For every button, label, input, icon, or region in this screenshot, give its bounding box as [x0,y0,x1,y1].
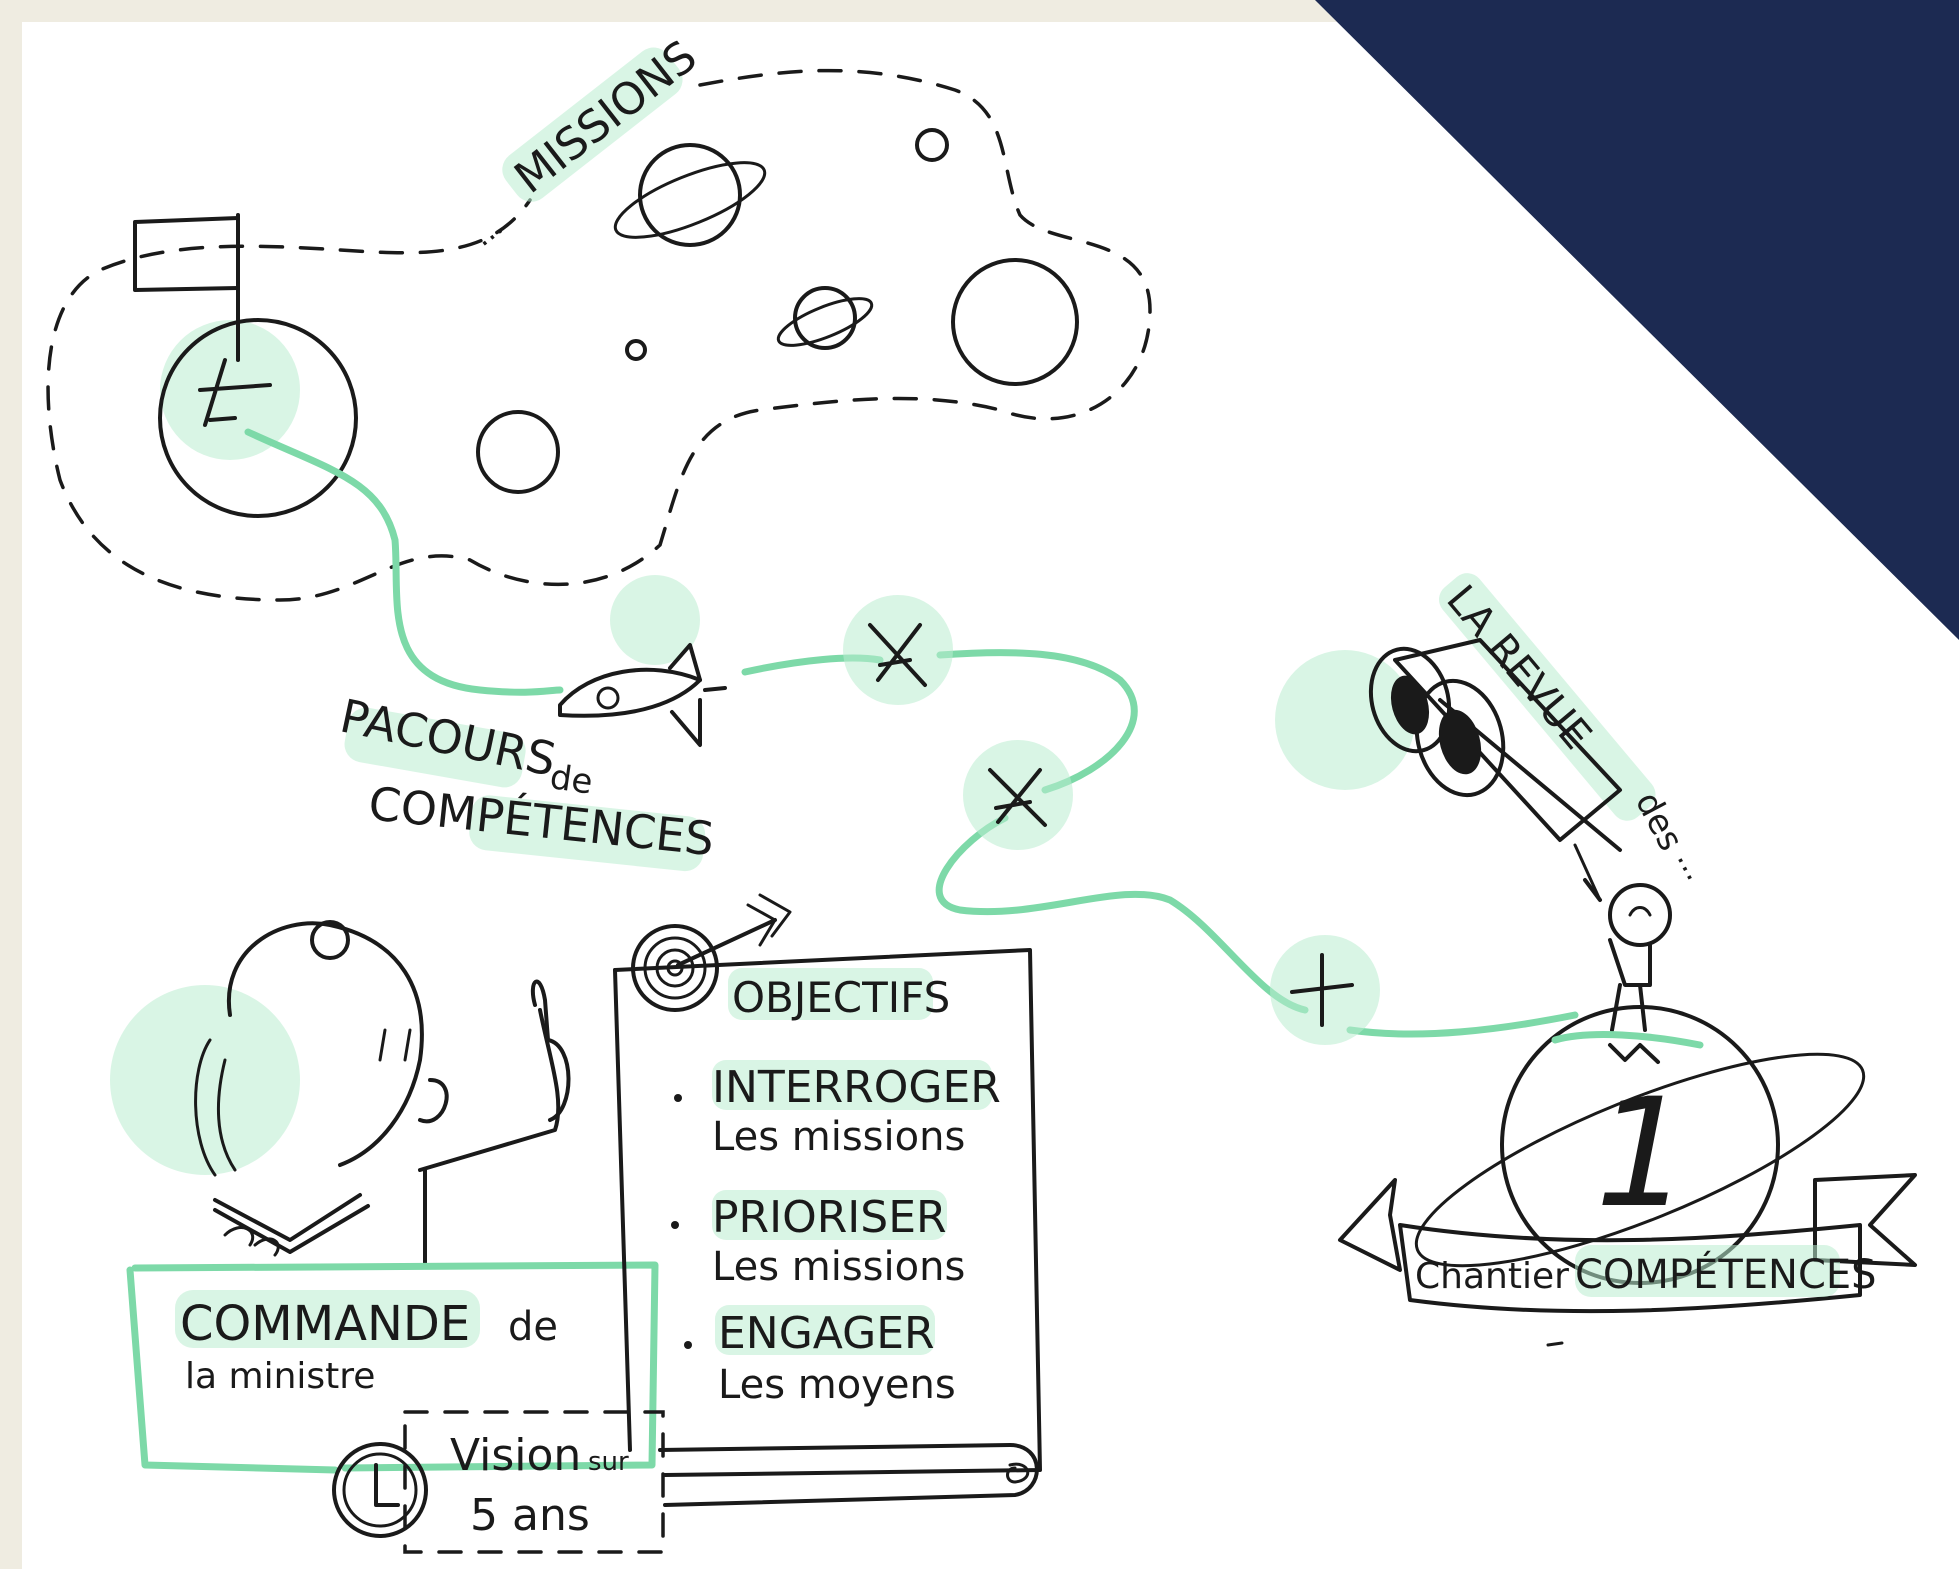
milestone-cross-icon [868,623,927,687]
commande-rest: la ministre [185,1356,375,1397]
milestone-cross-icon [988,768,1047,827]
ribbon-banner-icon: Chantier COMPÉTENCES [1338,1173,1917,1314]
objectifs-title: OBJECTIFS [732,973,950,1022]
milestone-cross-icon [198,358,272,427]
milestone-3 [1270,935,1380,1045]
start-planet [133,213,358,518]
navy-corner [1315,0,1959,640]
scroll-icon [613,948,1042,1507]
milestone-1 [843,595,953,705]
person-icon [1583,878,1672,1032]
planet-icon [776,286,874,350]
vision-sur: sur [588,1447,629,1477]
binoculars-icon [1368,638,1622,902]
vision-line2: 5 ans [470,1490,590,1541]
revue-highlight [1275,650,1415,790]
milestone-cross-icon [1290,953,1354,1027]
open-book-icon [213,1193,370,1257]
objectifs-list: OBJECTIFS INTERROGER Les missions PRIORI… [671,968,1001,1408]
missions-cloud [46,68,1152,602]
parcours-de: de [548,757,596,803]
target-icon [631,893,792,1012]
objectif-2-rest: Les missions [712,1244,965,1290]
objectif-1-rest: Les missions [712,1114,965,1160]
rocket-icon [558,643,727,747]
objectif-3-verb: ENGAGER [718,1308,935,1359]
moon-icon [625,339,647,361]
vision-box: Vision sur 5 ans [403,1410,665,1554]
vision-line1: Vision [450,1430,581,1481]
objectif-1-verb: INTERROGER [712,1062,1001,1113]
commande-box: COMMANDE de la ministre [126,1261,659,1474]
chantier-word: Chantier [1415,1256,1569,1297]
person-icon [194,920,571,1267]
moon-icon [951,258,1079,386]
objectif-2-verb: PRIORISER [712,1192,947,1243]
moon-icon [915,128,949,162]
journey-path [244,428,1579,1038]
chantier-planet: 1 [1414,1005,1866,1285]
commande-title: COMMANDE [180,1296,470,1352]
banner-tick [1546,1341,1564,1347]
objectif-3-rest: Les moyens [718,1362,956,1408]
arrow-icon [676,893,792,967]
planet-icon [613,143,767,247]
chantier-title: COMPÉTENCES [1575,1250,1877,1298]
commande-highlight [110,985,300,1175]
clock-icon [332,1442,428,1538]
moon-icon [476,410,560,494]
milestone-2 [963,740,1073,850]
flag-icon [133,213,240,362]
chantier-number: 1 [1595,1067,1690,1241]
commande-de: de [508,1304,558,1350]
